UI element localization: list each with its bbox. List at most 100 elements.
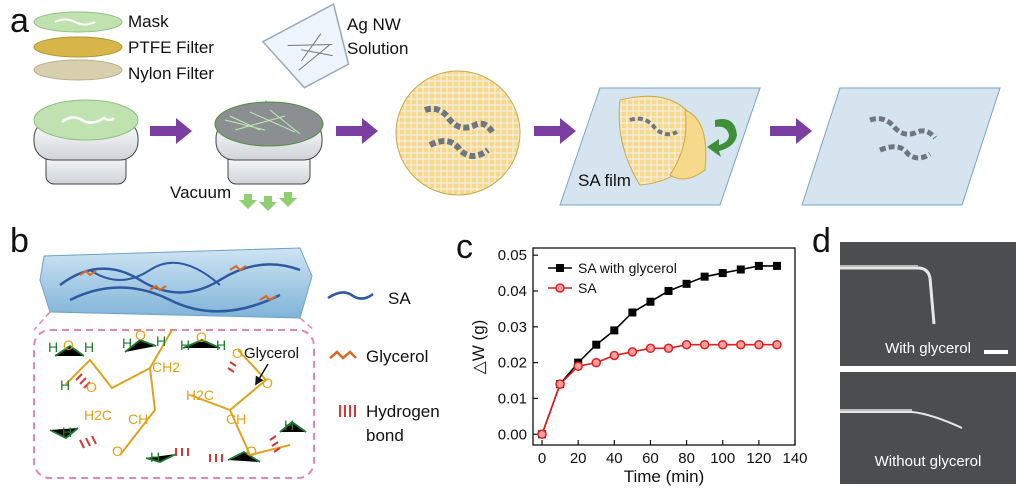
data-point-sa-glycerol: [754, 261, 763, 270]
mask-pattern: [54, 18, 96, 26]
atom-h: H: [284, 417, 294, 433]
data-point-sa: [681, 339, 692, 350]
y-tick-label: 0.04: [498, 283, 527, 300]
data-point-sa-glycerol: [736, 265, 745, 274]
atom-o: O: [196, 329, 207, 345]
data-point-sa: [736, 339, 746, 350]
photo-without-glycerol: [840, 372, 1016, 484]
legend-hbond-label-line1: Hydrogen: [366, 402, 440, 421]
data-point-sa: [663, 343, 674, 354]
x-tick-label: 80: [678, 450, 695, 467]
atom-o: O: [262, 375, 273, 391]
scale-bar: [984, 350, 1008, 354]
x-tick-label: 20: [570, 450, 587, 467]
mask-label: Mask: [128, 12, 169, 31]
atom-o: O: [112, 443, 123, 459]
data-point-sa: [627, 347, 638, 357]
data-point-sa: [555, 379, 565, 389]
process-arrow-2: [336, 118, 378, 144]
mask-disc: [33, 11, 123, 33]
atom-h: H: [216, 337, 226, 353]
data-point-sa: [573, 361, 583, 371]
nylon-filter-label: Nylon Filter: [128, 64, 214, 83]
x-tick-label: 120: [746, 450, 771, 467]
data-point-sa-glycerol: [772, 261, 781, 270]
atom-o: O: [86, 379, 97, 395]
solution-label-line2: Solution: [347, 39, 408, 58]
legend-label-sa-glycerol: SA with glycerol: [578, 260, 677, 276]
atom-h: H: [122, 335, 132, 351]
x-tick-label: 100: [710, 450, 735, 467]
final-film: [801, 87, 1001, 206]
process-arrows: [150, 118, 812, 144]
chart-series: [537, 261, 782, 440]
nylon-filter-disc: [33, 59, 123, 81]
atom-o: O: [63, 337, 74, 353]
y-tick-label: 0.01: [498, 390, 527, 407]
filter-holder-2: [214, 101, 324, 185]
data-point-sa-glycerol: [682, 279, 691, 288]
series-line-1: [541, 343, 777, 435]
atom-h: H: [62, 424, 72, 440]
legend-glycerol-swatch: [329, 350, 357, 360]
caption-without-glycerol: Without glycerol: [875, 453, 982, 470]
atom-h: H: [180, 337, 190, 353]
sa-film-peel: [559, 87, 761, 206]
data-point-sa: [609, 350, 620, 361]
atom-o: O: [246, 443, 257, 459]
photo-with-glycerol: [840, 242, 1016, 366]
panel-letter-b: b: [10, 222, 29, 260]
process-arrow-4: [770, 118, 812, 144]
data-point-sa: [772, 339, 782, 350]
molecular-zoom-box: [33, 329, 315, 479]
data-point-sa-glycerol: [664, 286, 673, 295]
group-ch2: CH2: [152, 359, 180, 375]
process-arrow-1: [150, 118, 192, 144]
data-point-sa-glycerol: [628, 308, 637, 317]
sa-film-label: SA film: [578, 171, 631, 190]
data-point-sa-glycerol: [610, 326, 619, 335]
agnw-solution-flask: [261, 3, 350, 89]
data-point-sa: [645, 343, 656, 354]
legend-marker-sa: [555, 283, 565, 293]
process-arrow-3: [534, 118, 576, 144]
legend-sa-label: SA: [388, 289, 411, 308]
vacuum-arrows: [239, 192, 297, 211]
zoom-lines: [33, 311, 315, 331]
patterned-filter: [395, 70, 521, 196]
legend-label-sa: SA: [578, 280, 597, 296]
solution-label-line1: Ag NW: [347, 15, 401, 34]
panel-letter-d: d: [812, 222, 831, 260]
data-point-sa-glycerol: [646, 297, 655, 306]
y-tick-label: 0.05: [498, 247, 527, 264]
group-h2c: H2C: [84, 407, 112, 423]
legend-sa-swatch: [327, 291, 374, 300]
atom-h: H: [60, 377, 70, 393]
ptfe-filter-label: PTFE Filter: [128, 38, 214, 57]
panel-letter-a: a: [10, 2, 29, 40]
atom-h: H: [48, 339, 58, 355]
data-point-sa: [699, 339, 710, 350]
glycerol-pointer-arrow: [255, 363, 269, 386]
molecular-diagram: H O H H O H H O H O H O O O O H H H CH2 …: [48, 327, 307, 465]
atom-o: O: [135, 327, 146, 343]
group-ch: CH: [226, 411, 246, 427]
peel-arrow-icon: [707, 119, 737, 157]
x-tick-label: 140: [782, 450, 807, 467]
data-point-sa: [591, 357, 601, 368]
data-point-sa: [717, 339, 728, 350]
y-axis-title: △W (g): [469, 320, 488, 375]
atom-h: H: [84, 339, 94, 355]
group-h2c: H2C: [186, 387, 214, 403]
legend-glycerol-label: Glycerol: [366, 347, 428, 366]
data-point-sa: [754, 339, 764, 350]
hydrogel-block: [39, 247, 313, 319]
x-tick-label: 0: [538, 450, 546, 467]
plot-frame: [532, 247, 796, 446]
caption-with-glycerol: With glycerol: [885, 340, 971, 357]
chart-legend: SA with glycerol SA: [548, 260, 677, 296]
legend-hbond-label-line2: bond: [366, 426, 404, 445]
